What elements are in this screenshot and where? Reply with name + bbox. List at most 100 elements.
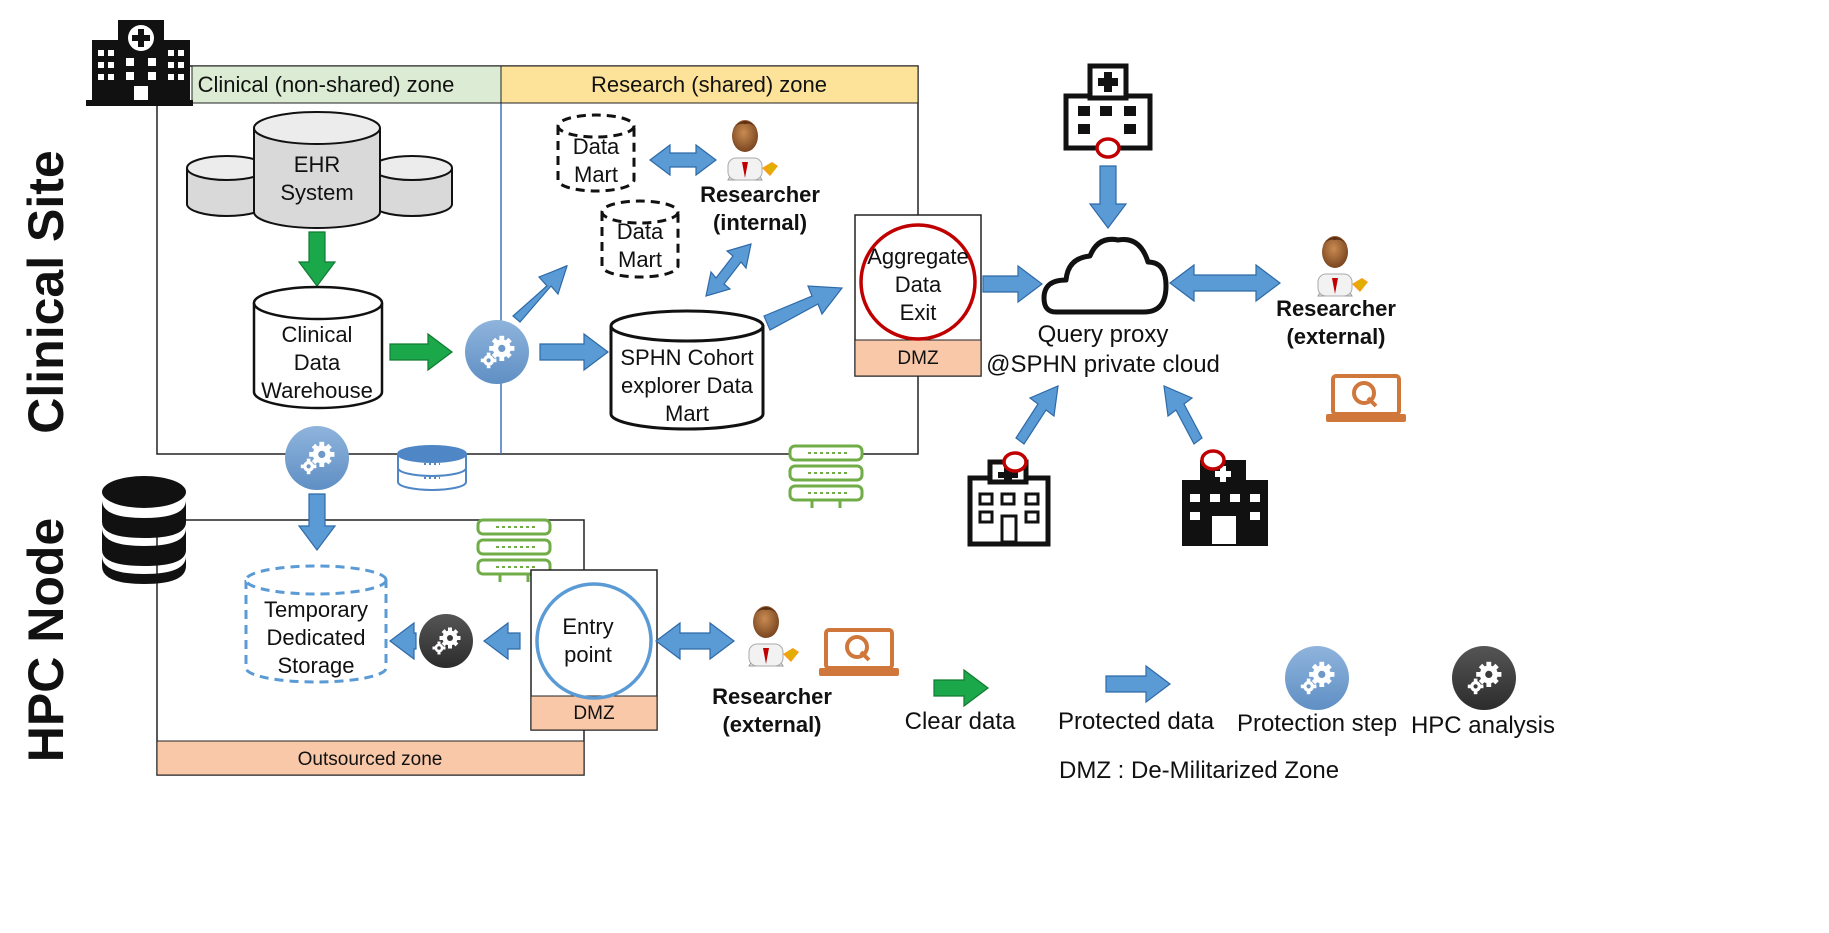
sphn-line-2: explorer Data (621, 373, 754, 398)
ehr-line-2: System (280, 180, 353, 205)
dmz-aggregate-label: DMZ (897, 348, 939, 369)
protected-arrow-gear-datamart (512, 264, 568, 323)
legend-protection-step-icon (1285, 646, 1349, 710)
protected-arrow-gear-sphn (539, 332, 609, 372)
clinical-zone-header: Clinical (non-shared) zone (191, 65, 502, 104)
protected-arrow-hpcgear-temp (389, 621, 417, 661)
hpc-analysis-icon (419, 614, 473, 668)
laptop-query-icon-bottom (819, 628, 899, 676)
researcher-external-top-avatar (1317, 236, 1368, 297)
aggregate-line-2: Data (895, 272, 942, 297)
protected-arrow-sphn-aggregate (763, 285, 844, 331)
research-zone-label: Research (shared) zone (591, 72, 827, 97)
entry-line-2: point (564, 642, 612, 667)
hospital-top-icon (1063, 63, 1153, 159)
protected-double-arrow-researcher-sphn (705, 243, 752, 297)
legend-dmz-note: DMZ : De-Militarized Zone (1059, 757, 1339, 784)
svg-text:Researcher(external): Researcher (external) (712, 684, 832, 737)
protected-arrow-aggregate-cloud (982, 264, 1043, 304)
researcher-internal-line-2: (internal) (713, 210, 807, 235)
hospital-bottom-left-icon (967, 451, 1051, 547)
ehr-side-cylinder-right (371, 155, 453, 217)
cdw-line-2: Data (294, 350, 341, 375)
data-mart-1-line-2: Mart (574, 162, 618, 187)
researcher-internal-line-1: Researcher (700, 182, 820, 207)
protected-double-arrow-entry-researcher (655, 621, 735, 661)
researcher-external-top-line-1: Researcher (1276, 296, 1396, 321)
query-proxy-line-1: Query proxy (1038, 321, 1169, 348)
hpc-database-icon (102, 476, 186, 584)
hospital-bottom-right-icon (1182, 449, 1268, 546)
legend-hpc-analysis-icon (1452, 646, 1516, 710)
temp-line-3: Storage (277, 653, 354, 678)
protected-double-arrow-cloud-researcher (1169, 263, 1281, 303)
protection-step-icon (465, 320, 529, 384)
svg-text:Researcher(internal): Researcher (internal) (700, 182, 820, 235)
hpc-frame: Outsourced zone (156, 519, 585, 776)
clear-data-arrow-ehr-cdw (297, 231, 337, 287)
query-proxy-line-2: @SPHN private cloud (986, 351, 1220, 378)
hpc-node-label: HPC Node (18, 518, 74, 762)
entry-point-box: DMZ Entry point (530, 569, 658, 731)
temp-line-1: Temporary (264, 597, 368, 622)
legend-protection-step-label: Protection step (1237, 710, 1397, 737)
data-mart-1-line-1: Data (573, 134, 620, 159)
server-rack-icon-clinical (788, 444, 864, 508)
protected-double-arrow-datamart-researcher (649, 143, 717, 177)
hospital-building-icon (86, 20, 193, 106)
researcher-internal-avatar (727, 120, 778, 181)
researcher-external-bottom-avatar (748, 606, 799, 667)
clinical-zone-label: Clinical (non-shared) zone (198, 72, 455, 97)
sphn-line-3: Mart (665, 401, 709, 426)
svg-text:Researcher(external): Researcher (external) (1276, 296, 1396, 349)
protection-step-icon-export (285, 426, 349, 490)
database-blue-icon (397, 445, 467, 491)
protected-arrow-hospital-bl-cloud (1015, 385, 1059, 445)
laptop-query-icon-top (1326, 374, 1406, 422)
cdw-line-1: Clinical (282, 322, 353, 347)
outsourced-zone-label: Outsourced zone (298, 749, 443, 770)
clinical-site-label: Clinical Site (18, 150, 74, 433)
entry-line-1: Entry (562, 614, 613, 639)
legend-clear-label: Clear data (905, 708, 1016, 735)
legend-hpc-analysis-label: HPC analysis (1411, 712, 1555, 739)
researcher-external-top-line-2: (external) (1286, 324, 1385, 349)
data-mart-2-line-1: Data (617, 219, 664, 244)
protected-arrow-entry-hpcgear (483, 621, 521, 661)
ehr-side-cylinder-left (186, 155, 268, 217)
research-zone-header: Research (shared) zone (500, 65, 919, 104)
researcher-external-bottom-line-1: Researcher (712, 684, 832, 709)
protected-arrow-gear-tempstorage (297, 493, 337, 551)
aggregate-line-3: Exit (900, 300, 937, 325)
sphn-line-1: SPHN Cohort (620, 345, 753, 370)
cdw-line-3: Warehouse (261, 378, 373, 403)
legend-protected-label: Protected data (1058, 708, 1215, 735)
cloud-icon (1041, 236, 1169, 315)
temp-line-2: Dedicated (266, 625, 365, 650)
svg-text:Query proxy@SPHN private cloud: Query proxy @SPHN private cloud (986, 321, 1220, 378)
researcher-external-bottom-line-2: (external) (722, 712, 821, 737)
ehr-line-1: EHR (294, 152, 340, 177)
data-mart-2-line-2: Mart (618, 247, 662, 272)
legend: Clear data Protected data Protection ste… (905, 646, 1555, 784)
legend-protected-arrow (1105, 664, 1171, 704)
protected-arrow-hospital-top-cloud (1088, 165, 1128, 229)
clear-data-arrow-cdw-gear (389, 332, 453, 372)
legend-clear-arrow (933, 668, 989, 708)
dmz-entry-label: DMZ (573, 703, 615, 724)
